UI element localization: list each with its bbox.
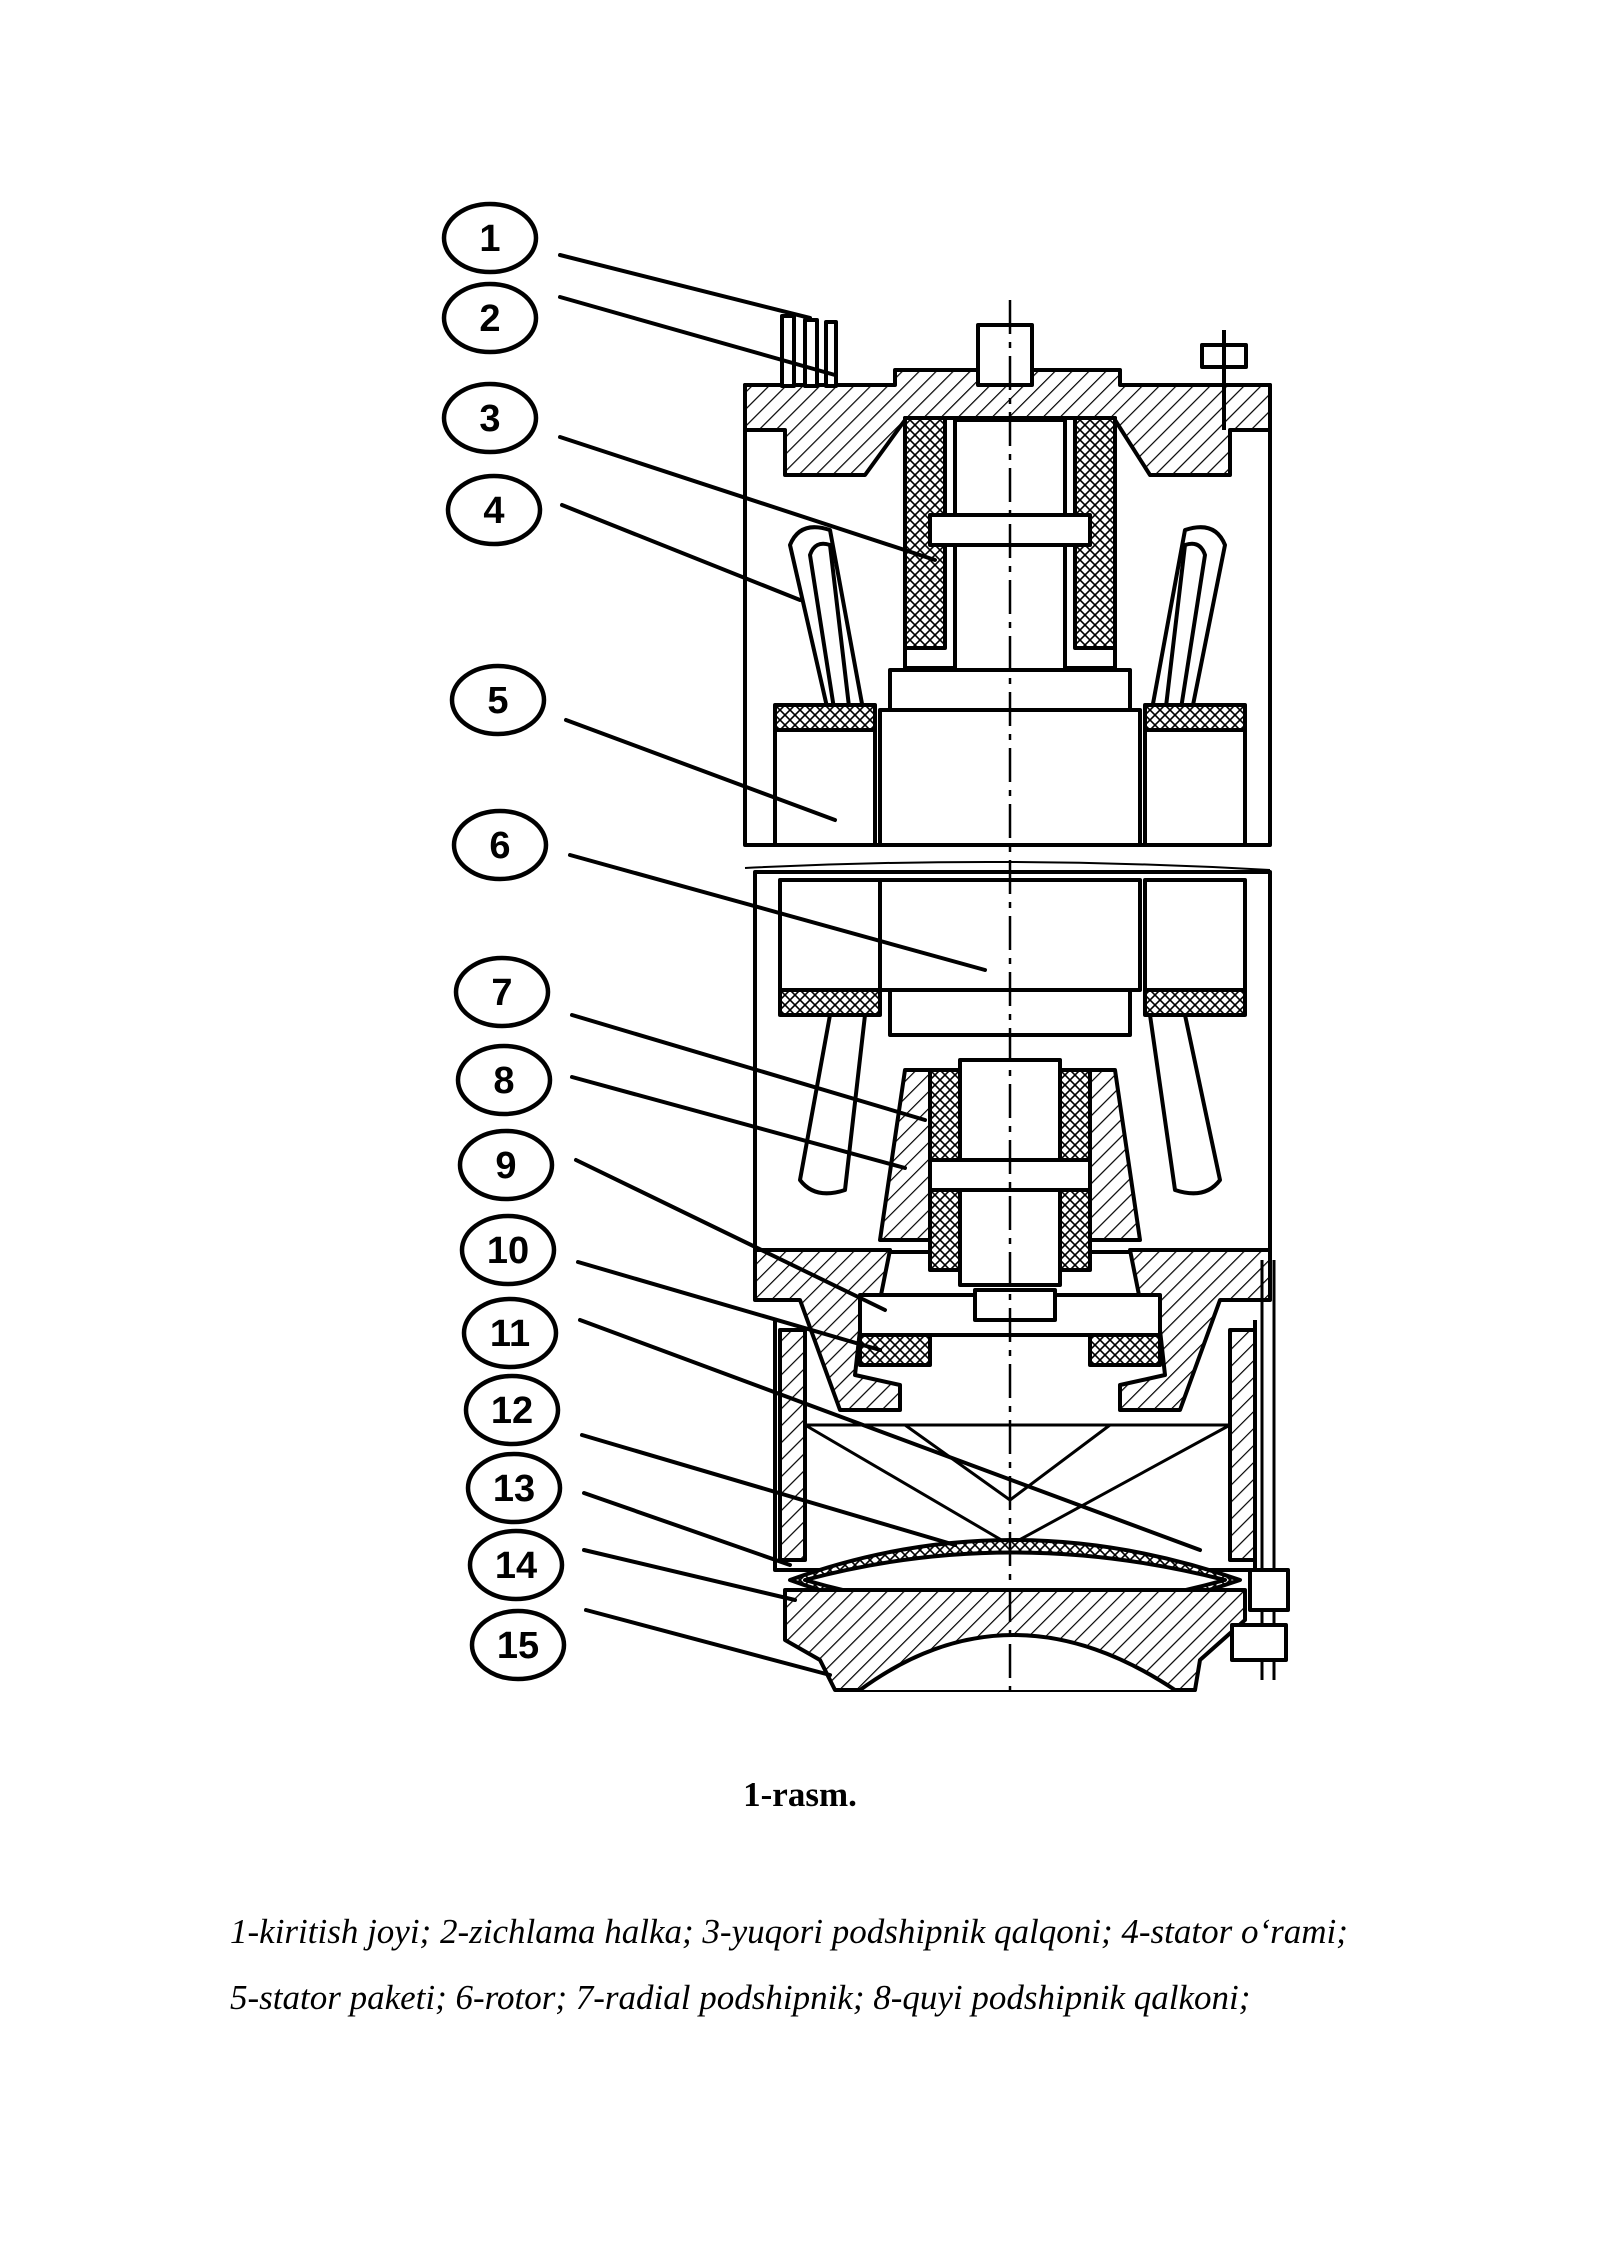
middle-flange [753,1248,902,1412]
callout-number-12: 12 [491,1390,533,1432]
shaft-top-nut [976,323,1034,387]
inlet-pin-3 [824,320,838,388]
legend-line: 5-stator paketi; 6-rotor; 7-radial podsh… [230,1978,1251,2017]
leader-10 [576,1260,882,1352]
stator-winding-lower-left [798,1013,867,1196]
stator-pack-upper-left [773,728,877,847]
callout-number-3: 3 [479,398,500,440]
callout-circle-8 [455,1043,553,1117]
callout-circle-10 [459,1213,557,1287]
leader-2 [558,295,837,377]
callout-number-5: 5 [487,680,508,722]
inlet-pin-1 [780,314,796,388]
bottom-nut-upper [1248,1568,1290,1612]
callout-circle-7 [453,955,551,1029]
callout-circle-1 [441,201,539,275]
callout-number-9: 9 [495,1145,516,1187]
callout-circle-14 [467,1528,565,1602]
leader-15 [584,1608,832,1677]
stator-pack-upper-right [1143,728,1247,847]
stator-insulation-upper-right [1143,703,1247,732]
callout-circle-3 [441,381,539,455]
stator-insulation-lower-right [1143,988,1247,1017]
callout-circle-2 [441,281,539,355]
leader-9 [574,1158,887,1312]
leader-11 [578,1318,1202,1552]
callout-circle-6 [451,808,549,882]
callout-circle-11 [461,1296,559,1370]
leader-5 [564,718,837,822]
callout-number-10: 10 [487,1230,529,1272]
callout-number-14: 14 [495,1545,537,1587]
bottom-nut-lower [1230,1623,1288,1662]
leader-1 [558,253,812,320]
callout-circle-15 [469,1608,567,1682]
callout-circle-4 [445,473,543,547]
lower-housing-wall-right [1228,1328,1257,1562]
callout-number-11: 11 [490,1313,530,1355]
inlet-pin-2 [803,318,819,388]
callout-number-8: 8 [493,1060,514,1102]
figure-title: 1-rasm. [743,1775,857,1814]
leader-7 [570,1013,927,1122]
leader-4 [560,503,802,602]
stator-winding-upper-left [788,525,867,722]
stator-pack-lower-right [1143,878,1247,992]
callout-number-2: 2 [479,298,500,340]
leader-3 [558,435,937,562]
leader-13 [582,1491,792,1567]
legend-line: 1-kiritish joyi; 2-zichlama halka; 3-yuq… [230,1912,1348,1951]
callout-number-15: 15 [497,1625,539,1667]
stator-insulation-lower-left [778,988,882,1017]
stator-winding-upper-right [1148,525,1227,722]
callout-number-4: 4 [483,490,504,532]
lower-housing-wall-left [778,1328,807,1562]
seal-ring-left [858,1333,932,1367]
lower-bearing-shield [878,1068,932,1242]
callout-number-1: 1 [479,218,500,260]
callout-circle-9 [457,1128,555,1202]
seal-ring-right [1088,1333,1162,1367]
leader-14 [582,1548,797,1602]
rotor-collar-lower [888,988,1132,1037]
leader-6 [568,853,987,972]
leader-12 [580,1433,957,1547]
callout-circle-12 [463,1373,561,1447]
callout-number-7: 7 [491,972,512,1014]
callout-number-6: 6 [489,825,510,867]
stator-winding-lower-right [1148,1013,1222,1196]
callout-circle-13 [465,1451,563,1525]
callout-number-13: 13 [493,1468,535,1510]
leader-8 [570,1075,907,1170]
stator-insulation-upper-left [773,703,877,732]
callout-circle-5 [449,663,547,737]
